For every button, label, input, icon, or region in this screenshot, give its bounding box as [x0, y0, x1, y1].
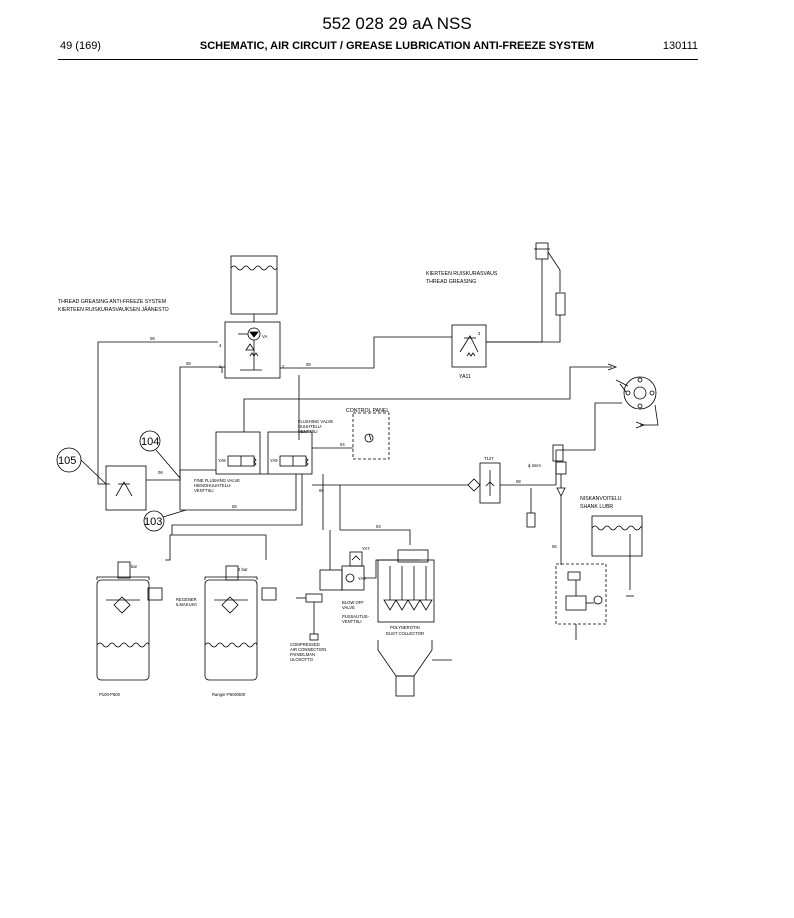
blow-off-label: BLOW OFF [342, 600, 364, 605]
regener-label: REGENER [176, 597, 197, 602]
left-compressor-tank [96, 561, 163, 681]
pipe-label: 06 [319, 488, 324, 493]
inlet-valve [105, 465, 147, 511]
fine-flushing-label-fi2: VENTTIILI [194, 488, 214, 493]
callout-104-label: 104 [141, 436, 159, 448]
dust-collector [377, 549, 452, 697]
pipe-label: 08 [232, 504, 237, 509]
page-number: 49 (169) [60, 40, 101, 52]
document-id: 552 028 29 aA NSS [322, 14, 472, 33]
flushing-valve-label-fi: HUUHTELU- [298, 424, 323, 429]
thread-anti-freeze-label-fi: KIERTEEN RUISKURASVAUKSEN JÄÄNESTO [58, 306, 169, 313]
compressed-air-label-fi: PAINEILMAN [290, 652, 315, 657]
diameter-label: ϕ 3mm [528, 463, 541, 468]
regener-label-fi: ILMAKUIVI [176, 602, 197, 607]
flushing-valve-label: FLUSHING VALVE [298, 419, 333, 424]
callout-103 [143, 509, 187, 532]
pipe-network-upper [97, 278, 618, 511]
pipe-label: 06 [158, 470, 163, 475]
shank-lubr-tank [591, 515, 643, 597]
blow-off-label2: VALVE [342, 605, 355, 610]
ya8-fine-flushing-valve [215, 431, 261, 475]
rotation-head [615, 376, 657, 410]
document-date: 130111 [662, 40, 698, 52]
right-tank-model: Ranger-P500/600 [212, 692, 246, 697]
shank-lubr-pump [555, 563, 607, 640]
dust-collector-label-fi: POLYNEROTIN [390, 625, 420, 630]
right-compressor-tank [204, 565, 277, 681]
ya8-label: YA8 [218, 458, 226, 463]
main-air-line [146, 447, 556, 570]
shank-lubrication-feed [526, 424, 596, 565]
antifreeze-reservoir [230, 255, 278, 322]
thread-greasing-label-fi: KIERTEEN RUISKURASVAUS [426, 271, 498, 277]
pipe-label: 06 [150, 336, 155, 341]
pipe-label: 08 [186, 361, 191, 366]
callout-105 [56, 447, 107, 485]
control-panel [352, 412, 390, 460]
pipe-label: 08 [516, 479, 521, 484]
ya11-valve [451, 324, 487, 368]
dust-collector-label: DUST COLLECTOR [386, 631, 424, 636]
pipe-label: 04 [340, 442, 345, 447]
fine-flushing-label: FINE FLUSHING VALVE [194, 478, 240, 483]
flushing-valve-label-fi2: VENTTIILI [298, 429, 318, 434]
port-label: VA [262, 334, 267, 339]
ya9-label: YA9 [270, 458, 278, 463]
control-panel-label: CONTROL PANEL [346, 408, 389, 414]
bar-label: bar [131, 564, 138, 569]
port-label: 2 [282, 364, 285, 369]
compressed-air-label: COMPRESSED [290, 642, 320, 647]
port-label: 1 [219, 364, 222, 369]
compressed-air-label2: AIR CONNECTION [290, 647, 326, 652]
left-tank-model: P100-P500 [99, 692, 121, 697]
page-title: SCHEMATIC, AIR CIRCUIT / GREASE LUBRICAT… [199, 40, 595, 52]
port-label: 3 [478, 331, 481, 336]
ya6-label: YA6 [358, 576, 366, 581]
ya11-label: YA11 [459, 374, 471, 380]
bar-label: 2 bar [238, 567, 248, 572]
ya7-valve [349, 551, 363, 567]
antifreeze-valve-box [224, 321, 281, 379]
shank-lubr-label-fi: NISKANVOITELU [580, 496, 622, 502]
t127-valve [479, 462, 501, 504]
blow-off-label-fi: PUSSAUTUS- [342, 614, 370, 619]
t127-label: T127 [484, 456, 494, 461]
callout-103-label: 103 [144, 516, 162, 528]
pipe-label: 04 [376, 524, 381, 529]
pipe-label: 08 [306, 362, 311, 367]
pipe-label: 06 [552, 544, 557, 549]
compressed-air-label-fi2: ULOSOTTO [290, 657, 314, 662]
inline-filter [467, 478, 481, 492]
blow-off-label-fi2: VENTTIILI [342, 619, 362, 624]
pipe-to-head [594, 402, 622, 424]
thread-greasing-nozzle [534, 242, 566, 328]
shank-lubr-label: SHANK LUBR [580, 504, 613, 510]
thread-greasing-label: THREAD GREASING [426, 279, 476, 285]
thread-anti-freeze-label: THREAD GREASING ANTI-FREEZE SYSTEM [58, 299, 166, 305]
ya7-label: YA7 [362, 546, 370, 551]
fine-flushing-label-fi: HIENOHUUHTELU- [194, 483, 232, 488]
blow-off-manifold [319, 559, 420, 591]
compressed-air-connection [296, 593, 323, 641]
header-rule [58, 59, 698, 60]
callout-105-label: 105 [58, 455, 76, 467]
port-label: 4 [219, 343, 222, 348]
ya9-flushing-valve [267, 431, 313, 475]
callout-104 [139, 430, 181, 479]
pipe-from-head [640, 404, 659, 426]
